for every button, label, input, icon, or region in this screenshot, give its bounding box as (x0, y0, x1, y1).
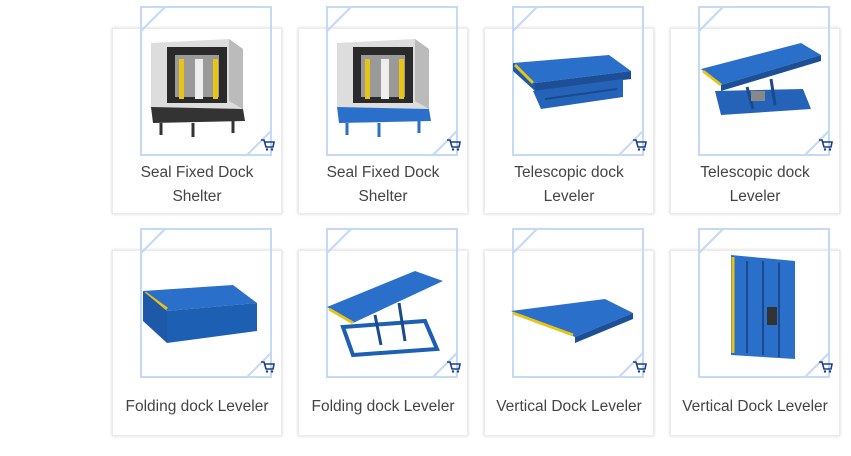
product-card[interactable]: Seal Fixed Dock Shelter (298, 6, 469, 214)
shopping-cart-icon[interactable] (447, 139, 461, 151)
product-card[interactable]: Seal Fixed Dock Shelter (112, 6, 283, 214)
product-name[interactable]: Vertical Dock Leveler (496, 398, 642, 415)
product-name[interactable]: Folding dock Leveler (311, 398, 455, 415)
telescopic-raised-image (701, 43, 821, 115)
product-image-frame (113, 228, 283, 381)
product-card[interactable]: Telescopic dock Leveler (484, 6, 655, 214)
product-card[interactable]: Vertical Dock Leveler (670, 228, 841, 436)
card-frame-outline (512, 6, 644, 156)
product-image-frame (299, 6, 469, 159)
product-image-frame (299, 228, 469, 381)
product-card[interactable]: Folding dock Leveler (112, 228, 283, 436)
shopping-cart-icon[interactable] (819, 139, 833, 151)
dock-shelter-blue-image (337, 39, 431, 137)
shopping-cart-icon[interactable] (819, 361, 833, 373)
dock-shelter-black-image (151, 39, 245, 137)
card-frame-outline (326, 228, 458, 378)
product-name[interactable]: Seal Fixed Dock Shelter (326, 164, 440, 205)
shopping-cart-icon[interactable] (447, 361, 461, 373)
folding-flat-image (143, 285, 257, 343)
card-frame-outline (140, 6, 272, 156)
folding-raised-image (327, 271, 443, 358)
product-name[interactable]: Telescopic dock Leveler (700, 164, 810, 205)
shopping-cart-icon[interactable] (261, 361, 275, 373)
shopping-cart-icon[interactable] (261, 139, 275, 151)
product-card[interactable]: Vertical Dock Leveler (484, 228, 655, 436)
product-image-frame (671, 228, 841, 381)
product-image-frame (485, 228, 655, 381)
product-card[interactable]: Telescopic dock Leveler (670, 6, 841, 214)
product-card[interactable]: Folding dock Leveler (298, 228, 469, 436)
card-frame-outline (326, 6, 458, 156)
telescopic-flat-image (513, 55, 631, 109)
card-frame-outline (140, 228, 272, 378)
product-image-frame (485, 6, 655, 159)
product-grid: Seal Fixed Dock Shelter (112, 6, 848, 438)
vertical-upright-image (731, 255, 795, 359)
card-frame-outline (698, 6, 830, 156)
card-frame-outline (512, 228, 644, 378)
card-frame-outline (698, 228, 830, 378)
shopping-cart-icon[interactable] (633, 139, 647, 151)
product-image-frame (113, 6, 283, 159)
product-image-frame (671, 6, 841, 159)
shopping-cart-icon[interactable] (633, 361, 647, 373)
product-name[interactable]: Seal Fixed Dock Shelter (140, 164, 254, 205)
product-name[interactable]: Vertical Dock Leveler (682, 398, 828, 415)
product-name[interactable]: Folding dock Leveler (125, 398, 269, 415)
vertical-flat-image (511, 299, 633, 343)
product-name[interactable]: Telescopic dock Leveler (514, 164, 624, 205)
